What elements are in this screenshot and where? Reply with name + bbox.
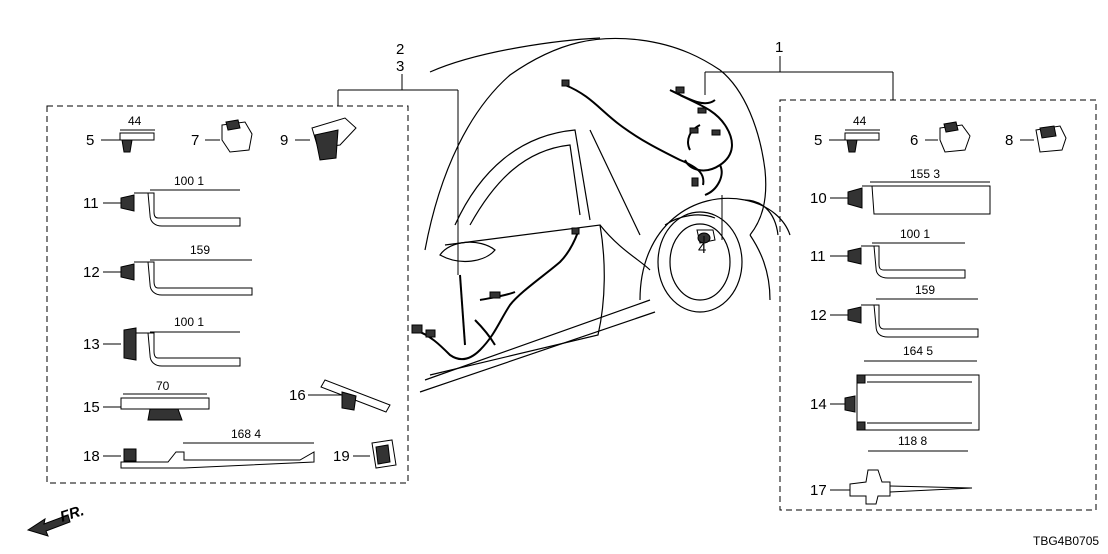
label-callouts-r12: 12: [810, 307, 827, 324]
label-callouts-l5: 5: [86, 132, 94, 149]
label-callouts-l19: 19: [333, 448, 350, 465]
clip-16: 16: [289, 379, 391, 413]
clip-19: 19: [333, 439, 397, 469]
dim-r12: 159: [915, 283, 935, 297]
label-callouts-r14: 14: [810, 396, 827, 413]
dim-l11: 100 1: [174, 174, 204, 188]
dim-r11: 100 1: [900, 227, 930, 241]
leader-lines: [337, 56, 894, 275]
cable-band-14: 14 164 5: [810, 344, 980, 431]
dim-r14: 164 5: [903, 344, 933, 358]
dim-l13: 100 1: [174, 315, 204, 329]
clip-5-left: 5 44: [86, 114, 155, 153]
clip-18: 18 168 4: [83, 427, 315, 469]
callout-2: 2: [396, 41, 404, 58]
door-harness: [411, 227, 580, 361]
label-callouts-l9: 9: [280, 132, 288, 149]
cable-tie-12-right: 12 159: [810, 283, 979, 338]
clip-8: 8: [1005, 125, 1067, 153]
label-callouts-l7: 7: [191, 132, 199, 149]
label-callouts-l12: 12: [83, 264, 100, 281]
label-callouts-l15: 15: [83, 399, 100, 416]
callout-1: 1: [775, 39, 783, 56]
cable-tie-11-left: 11 100 1: [83, 174, 241, 227]
label-callouts-r17: 17: [810, 482, 827, 499]
cable-tie-11-right: 11 100 1: [810, 227, 966, 279]
label-callouts-l13: 13: [83, 336, 100, 353]
label-callouts-l18: 18: [83, 448, 100, 465]
front-direction-arrow: FR.: [26, 502, 86, 537]
clip-7: 7: [191, 119, 253, 153]
label-callouts-l11: 11: [83, 195, 99, 212]
label-callouts-r11: 11: [810, 248, 826, 265]
clip-15: 15 70: [83, 379, 210, 421]
label-callouts-r8: 8: [1005, 132, 1013, 149]
dim-r17: 118 8: [898, 434, 927, 448]
left-parts-box: [46, 105, 409, 484]
dim-l5: 44: [128, 114, 142, 128]
dim-l18: 168 4: [231, 427, 261, 441]
cable-tie-10: 10 155 3: [810, 167, 991, 215]
clip-6: 6: [910, 121, 971, 153]
car-body-outline: [419, 37, 791, 393]
label-callouts-r10: 10: [810, 190, 827, 207]
cable-tie-17: 17 118 8: [810, 434, 973, 505]
dim-r10: 155 3: [910, 167, 940, 181]
direction-label: FR.: [58, 502, 86, 526]
clip-9: 9: [280, 117, 357, 161]
rear-harness: [561, 79, 733, 196]
cable-tie-12-left: 12 159: [83, 243, 253, 296]
cable-tie-13: 13 100 1: [83, 315, 241, 367]
diagram-code: TBG4B0705: [1033, 534, 1099, 548]
clip-5-right: 5 44: [814, 114, 880, 153]
label-callouts-r5: 5: [814, 132, 822, 149]
dim-r5: 44: [853, 114, 867, 128]
callout-4: 4: [698, 240, 706, 257]
dim-l15: 70: [156, 379, 170, 393]
right-parts-box: [779, 99, 1097, 511]
label-callouts-r6: 6: [910, 132, 918, 149]
callout-3: 3: [396, 58, 404, 75]
dim-l12: 159: [190, 243, 210, 257]
label-callouts-l16: 16: [289, 387, 306, 404]
